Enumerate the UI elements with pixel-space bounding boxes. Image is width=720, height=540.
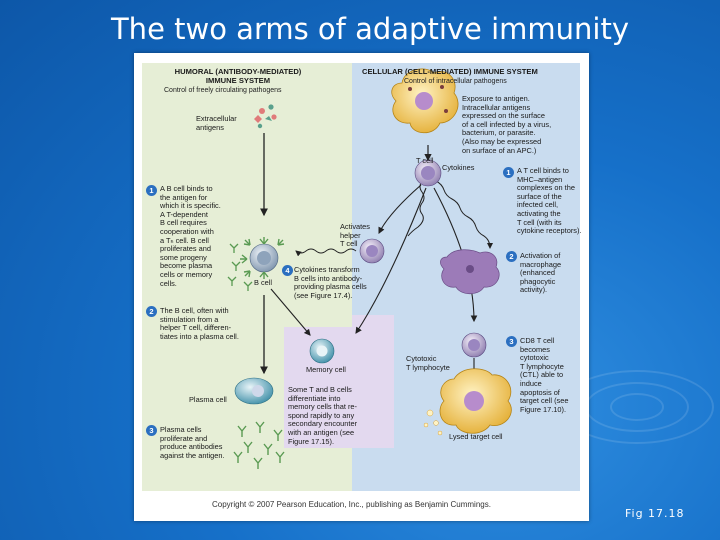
- cytokine-wave-to-bcell: [295, 248, 357, 257]
- cellular-subtitle: Control of intracellular pathogens: [404, 78, 507, 85]
- cellular-step-2-text: Activation of macrophage (enhanced phago…: [520, 251, 562, 295]
- arrow-bcell-to-memory: [270, 288, 311, 336]
- macrophage-nucleus: [466, 265, 474, 273]
- cellular-step-1-text: A T cell binds to MHC–antigen complexes …: [517, 166, 582, 236]
- figure-graphics: [142, 63, 580, 491]
- exposure-text: Exposure to antigen. Intracellular antig…: [462, 94, 552, 155]
- humoral-step-2-badge: 2: [146, 306, 157, 317]
- arrow-tcell-to-memory: [355, 187, 427, 334]
- cellular-step-4-text: Cytokines transform B cells into antibod…: [294, 265, 367, 300]
- b-cell: [227, 237, 285, 291]
- cellular-step-3-text: CD8 T cell becomes cytotoxic T lymphocyt…: [520, 336, 569, 414]
- activates-helper-label: Activates helper T cell: [340, 222, 370, 249]
- cellular-step-3-badge: 3: [506, 336, 517, 347]
- cytokine-wave-to-macrophage: [435, 180, 493, 249]
- t-cell-nucleus: [421, 166, 435, 180]
- humoral-step-1-text: A B cell binds to the antigen for which …: [160, 184, 221, 288]
- memory-cell-label: Memory cell: [306, 365, 346, 374]
- slide-title: The two arms of adaptive immunity: [110, 12, 630, 46]
- humoral-step-1-badge: 1: [146, 185, 157, 196]
- humoral-step-2-text: The B cell, often with stimulation from …: [160, 306, 239, 341]
- memory-cell-text: Some T and B cells differentiate into me…: [288, 385, 358, 446]
- cellular-step-1-badge: 1: [503, 167, 514, 178]
- plasma-cell-label: Plasma cell: [189, 395, 227, 404]
- humoral-step-3-text: Plasma cells proliferate and produce ant…: [160, 425, 225, 460]
- lysed-target-cell: [423, 368, 512, 436]
- cytokine-wave-to-helper: [407, 180, 425, 237]
- humoral-header: HUMORAL (ANTIBODY-MEDIATED) IMMUNE SYSTE…: [174, 67, 302, 85]
- infected-cell: [391, 68, 459, 134]
- plasma-cell: [234, 377, 274, 405]
- ctl-nucleus: [468, 339, 480, 351]
- lysed-target-label: Lysed target cell: [449, 432, 503, 441]
- cytokines-label: Cytokines: [442, 163, 475, 172]
- figure-number-label: Fig 17.18: [625, 507, 685, 520]
- helper-t-cell-nucleus: [366, 245, 378, 257]
- antibodies: [233, 421, 285, 469]
- b-cell-label: B cell: [254, 278, 273, 287]
- water-ripple: [610, 393, 664, 421]
- extracellular-antigens-label: Extracellular antigens: [196, 114, 237, 132]
- memory-cell-nucleus: [316, 345, 328, 357]
- humoral-subtitle: Control of freely circulating pathogens: [164, 87, 282, 94]
- cellular-step-4-badge: 4: [282, 265, 293, 276]
- cellular-header: CELLULAR (CELL-MEDIATED) IMMUNE SYSTEM: [362, 67, 538, 76]
- extracellular-antigens: [254, 104, 277, 129]
- cytotoxic-label: Cytotoxic T lymphocyte: [406, 354, 450, 372]
- humoral-step-3-badge: 3: [146, 425, 157, 436]
- t-cell-label: T cell: [416, 156, 434, 165]
- arrow-tcell-to-helper: [378, 184, 422, 234]
- immunity-figure: HUMORAL (ANTIBODY-MEDIATED) IMMUNE SYSTE…: [134, 53, 589, 521]
- copyright-notice: Copyright © 2007 Pearson Education, Inc.…: [212, 500, 491, 509]
- cellular-step-2-badge: 2: [506, 251, 517, 262]
